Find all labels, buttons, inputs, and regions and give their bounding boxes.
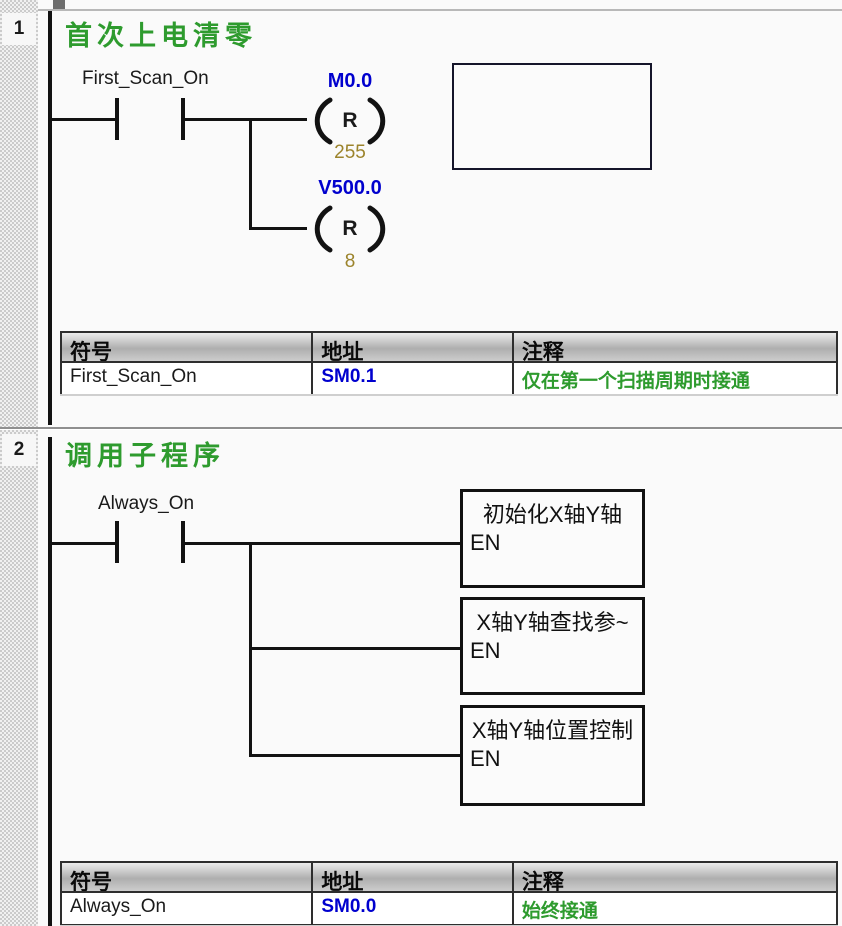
- network-1-number[interactable]: 1: [2, 13, 36, 45]
- subroutine-call-box[interactable]: 初始化X轴Y轴 EN: [460, 489, 645, 588]
- coil-address: M0.0: [327, 70, 373, 92]
- coil-operand: 255: [334, 142, 366, 163]
- wire: [52, 542, 115, 545]
- header-address: 地址: [313, 863, 514, 891]
- coil-parens-icon: [314, 97, 386, 145]
- cell-comment[interactable]: 仅在第一个扫描周期时接通: [521, 371, 750, 392]
- network-1-title[interactable]: 首次上电清零: [65, 21, 257, 51]
- subroutine-name: 初始化X轴Y轴: [482, 502, 623, 527]
- symbol-table-row: First_Scan_On SM0.1 仅在第一个扫描周期时接通: [62, 363, 836, 394]
- header-symbol: 符号: [62, 863, 314, 891]
- coil-operation: R: [342, 109, 358, 132]
- header-comment: 注释: [521, 341, 564, 361]
- header-comment: 注释: [521, 871, 564, 891]
- power-rail-1: [48, 11, 52, 425]
- wire: [249, 647, 460, 650]
- network-separator: [0, 427, 842, 430]
- contact-label: Always_On: [98, 493, 195, 514]
- coil-parens-icon: [314, 205, 386, 253]
- network-2-number-label: 2: [13, 439, 25, 460]
- coil-address: V500.0: [318, 177, 382, 199]
- cell-comment[interactable]: 始终接通: [521, 901, 598, 922]
- contact-bar: [115, 521, 119, 563]
- contact-bar: [115, 98, 119, 140]
- en-input-label: EN: [470, 746, 501, 771]
- symbol-table-header: 符号 地址 注释: [62, 863, 836, 893]
- cell-symbol[interactable]: First_Scan_On: [62, 363, 314, 394]
- symbol-table-2: 符号 地址 注释 Always_On SM0.0 始终接通: [60, 861, 838, 925]
- en-input-label: EN: [470, 530, 501, 555]
- symbol-table-header: 符号 地址 注释: [62, 333, 836, 363]
- network-2-title[interactable]: 调用子程序: [65, 441, 225, 471]
- subroutine-call-box[interactable]: X轴Y轴位置控制 EN: [460, 705, 645, 806]
- network-2-number[interactable]: 2: [2, 434, 36, 466]
- cell-address[interactable]: SM0.1: [313, 363, 514, 394]
- coil-operation: R: [342, 217, 358, 240]
- subroutine-name: X轴Y轴查找参~: [476, 610, 629, 635]
- cell-symbol[interactable]: Always_On: [62, 893, 314, 924]
- reset-coil[interactable]: R: [303, 204, 397, 254]
- symbol-table-1: 符号 地址 注释 First_Scan_On SM0.1 仅在第一个扫描周期时接…: [60, 331, 838, 394]
- coil-operand: 8: [344, 251, 356, 272]
- splitter-handle[interactable]: [53, 0, 65, 9]
- wire: [185, 118, 307, 121]
- symbol-table-row: Always_On SM0.0 始终接通: [62, 893, 836, 924]
- open-contact[interactable]: [115, 98, 185, 140]
- header-address: 地址: [313, 333, 514, 361]
- wire: [249, 754, 460, 757]
- empty-selection-box[interactable]: [452, 63, 652, 170]
- wire-branch: [249, 118, 252, 229]
- wire: [249, 227, 307, 230]
- power-rail-2: [48, 437, 52, 926]
- contact-label: First_Scan_On: [82, 68, 209, 89]
- en-input-label: EN: [470, 638, 501, 663]
- network-top-border: [38, 9, 842, 11]
- wire: [185, 542, 460, 545]
- subroutine-call-box[interactable]: X轴Y轴查找参~ EN: [460, 597, 645, 695]
- contact-bar: [181, 521, 185, 563]
- header-symbol: 符号: [62, 333, 314, 361]
- contact-bar: [181, 98, 185, 140]
- subroutine-name: X轴Y轴位置控制: [471, 718, 634, 743]
- reset-coil[interactable]: R: [303, 96, 397, 146]
- network-1-number-label: 1: [13, 18, 25, 39]
- cell-address[interactable]: SM0.0: [313, 893, 514, 924]
- open-contact[interactable]: [115, 521, 185, 563]
- wire: [52, 118, 115, 121]
